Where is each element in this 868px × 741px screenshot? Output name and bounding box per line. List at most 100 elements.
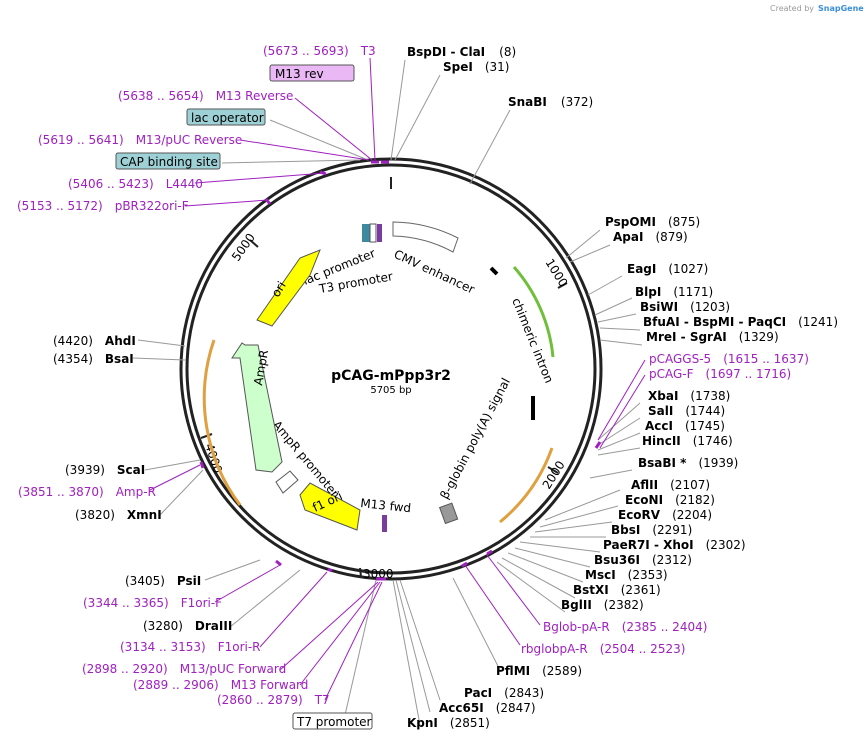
svg-text:(5673 .. 5693)T3: (5673 .. 5693)T3 [263,44,376,58]
svg-text:(4420)AhdI: (4420)AhdI [53,334,136,348]
svg-text:rbglobpA-R(2504 .. 2523): rbglobpA-R(2504 .. 2523) [521,642,685,656]
amp-arc [202,339,242,506]
primer-pcagf: pCAG-F [649,367,694,381]
m13-rev-box [269,64,355,82]
left-leaders [132,119,377,716]
site-eagi: EagI [627,262,656,276]
site-spei: SpeI [443,60,473,74]
site-bsabi: BsaBI * [638,456,687,470]
svg-text:(5619 .. 5641)M13/pUC Reverse: (5619 .. 5641)M13/pUC Reverse [38,133,242,147]
f1-ori-arrow [299,482,361,531]
svg-text:BsaBI *(1939): BsaBI *(1939) [638,456,738,470]
primer-rbglobpar: rbglobpA-R [521,642,588,656]
cmv-enhancer-arrow [392,221,459,253]
primer-m13-reverse: M13 Reverse [216,89,294,103]
ori-arrow [256,249,321,327]
site-paer7i: PaeR7I [603,538,650,552]
cmv-enhancer-label: CMV enhancer [392,247,477,297]
svg-text:BsiWI(1203): BsiWI(1203) [640,300,730,314]
t7-promoter-box [292,712,373,730]
cap-binding-label: CAP binding site [120,155,218,169]
primer-markers [199,160,602,581]
lac-operator-box [186,108,266,126]
primer-ampr: Amp-R [116,485,156,499]
site-pflmi: PflMI [496,664,530,678]
site-acc65i: Acc65I [439,701,484,715]
site-aflii: AflII [631,478,658,492]
m13-fwd-block [382,515,387,532]
primer-t3: T3 [360,44,376,58]
svg-text:(3134 .. 3153)F1ori-R: (3134 .. 3153)F1ori-R [120,640,261,654]
site-blpi: BlpI [635,285,661,299]
svg-text:AccI(1745): AccI(1745) [645,419,725,433]
site-bsiwi: BsiWI [640,300,678,314]
svg-text:MscI(2353): MscI(2353) [585,568,668,582]
svg-text:SalI(1744): SalI(1744) [648,404,725,418]
polya-block [438,502,459,525]
site-bstxi: BstXI [573,583,609,597]
svg-text:BlpI(1171): BlpI(1171) [635,285,713,299]
svg-text:EcoNI(2182): EcoNI(2182) [625,493,715,507]
svg-text:(2889 .. 2906)M13 Forward: (2889 .. 2906)M13 Forward [133,678,308,692]
beta-globin-label: β-globin poly(A) signal [437,376,513,502]
tick-marks [200,177,568,578]
svg-text:ApaI(879): ApaI(879) [613,230,688,244]
cap-binding-box [115,152,221,170]
site-bsai: BsaI [105,352,134,366]
right-primer-leaders [464,359,646,646]
svg-text:(2860 .. 2879)T7: (2860 .. 2879)T7 [217,693,330,707]
site-pspomi: PspOMI [605,215,656,229]
polya-arc [499,447,554,524]
site-draiii: DraIII [195,619,232,633]
svg-text:Bsu36I(2312): Bsu36I(2312) [594,553,692,567]
site-mrei: MreI [646,330,676,344]
svg-text:(3405)PsiI: (3405)PsiI [125,574,201,588]
m13-rev-label: M13 rev [275,67,324,81]
svg-text:pCAGGS-5(1615 .. 1637): pCAGGS-5(1615 .. 1637) [649,352,809,366]
site-bsu36i: Bsu36I [594,553,640,567]
lac-operator-label: lac operator [191,111,264,125]
svg-text:pCAG-F(1697 .. 1716): pCAG-F(1697 .. 1716) [649,367,791,381]
primer-pcaggs5: pCAGGS-5 [649,352,711,366]
svg-text:(3939)ScaI: (3939)ScaI [65,463,145,477]
tick-label-5000: 5000 [229,231,258,264]
site-snabi: SnaBI [508,95,547,109]
svg-text:(5406 .. 5423)L4440: (5406 .. 5423)L4440 [68,177,203,191]
credit-text: Created by [770,4,814,13]
svg-text:EagI(1027): EagI(1027) [627,262,708,276]
svg-text:MreI - SgrAI(1329): MreI - SgrAI(1329) [646,330,779,344]
site-hincii: HincII [642,434,681,448]
site-kpni: KpnI [407,716,438,730]
svg-text:Bglob-pA-R(2385 .. 2404): Bglob-pA-R(2385 .. 2404) [543,620,707,634]
primer-labels-right: pCAGGS-5(1615 .. 1637) pCAG-F(1697 .. 17… [521,352,809,656]
svg-text:HincII(1746): HincII(1746) [642,434,733,448]
svg-text:(5638 .. 5654)M13 Reverse: (5638 .. 5654)M13 Reverse [118,89,293,103]
site-sali: SalI [648,404,673,418]
t7-promoter-label: T7 promoter [296,715,372,729]
primer-f1ori-f: F1ori-F [181,596,222,610]
t3-block [377,224,382,242]
site-psii: PsiI [177,574,201,588]
svg-text:PspOMI(875): PspOMI(875) [605,215,700,229]
map-title: pCAG-mPpp3r2 [331,368,451,384]
svg-text:Acc65I(2847): Acc65I(2847) [439,701,536,715]
site-clai: ClaI [460,45,485,59]
svg-text:(3344 .. 3365)F1ori-F: (3344 .. 3365)F1ori-F [83,596,222,610]
site-bfuai: BfuAI [643,315,680,329]
svg-text:KpnI(2851): KpnI(2851) [407,716,490,730]
primer-f1ori-r: F1ori-R [218,640,261,654]
site-bbsi: BbsI [611,523,640,537]
m13-fwd-label: M13 fwd [360,496,412,515]
site-ahdi: AhdI [105,334,136,348]
site-econi: EcoNI [625,493,663,507]
svg-text:(4354)BsaI: (4354)BsaI [53,352,134,366]
site-msci: MscI [585,568,616,582]
site-xmni: XmnI [127,508,162,522]
svg-text:BstXI(2361): BstXI(2361) [573,583,661,597]
site-bspdi: BspDI [407,45,446,59]
svg-text:(2898 .. 2920)M13/pUC Forward: (2898 .. 2920)M13/pUC Forward [82,662,286,676]
site-acci: AccI [645,419,673,433]
svg-text:(3851 .. 3870)Amp-R: (3851 .. 3870)Amp-R [18,485,156,499]
primer-m13puc-reverse: M13/pUC Reverse [136,133,243,147]
svg-text:EcoRV(2204): EcoRV(2204) [618,508,712,522]
